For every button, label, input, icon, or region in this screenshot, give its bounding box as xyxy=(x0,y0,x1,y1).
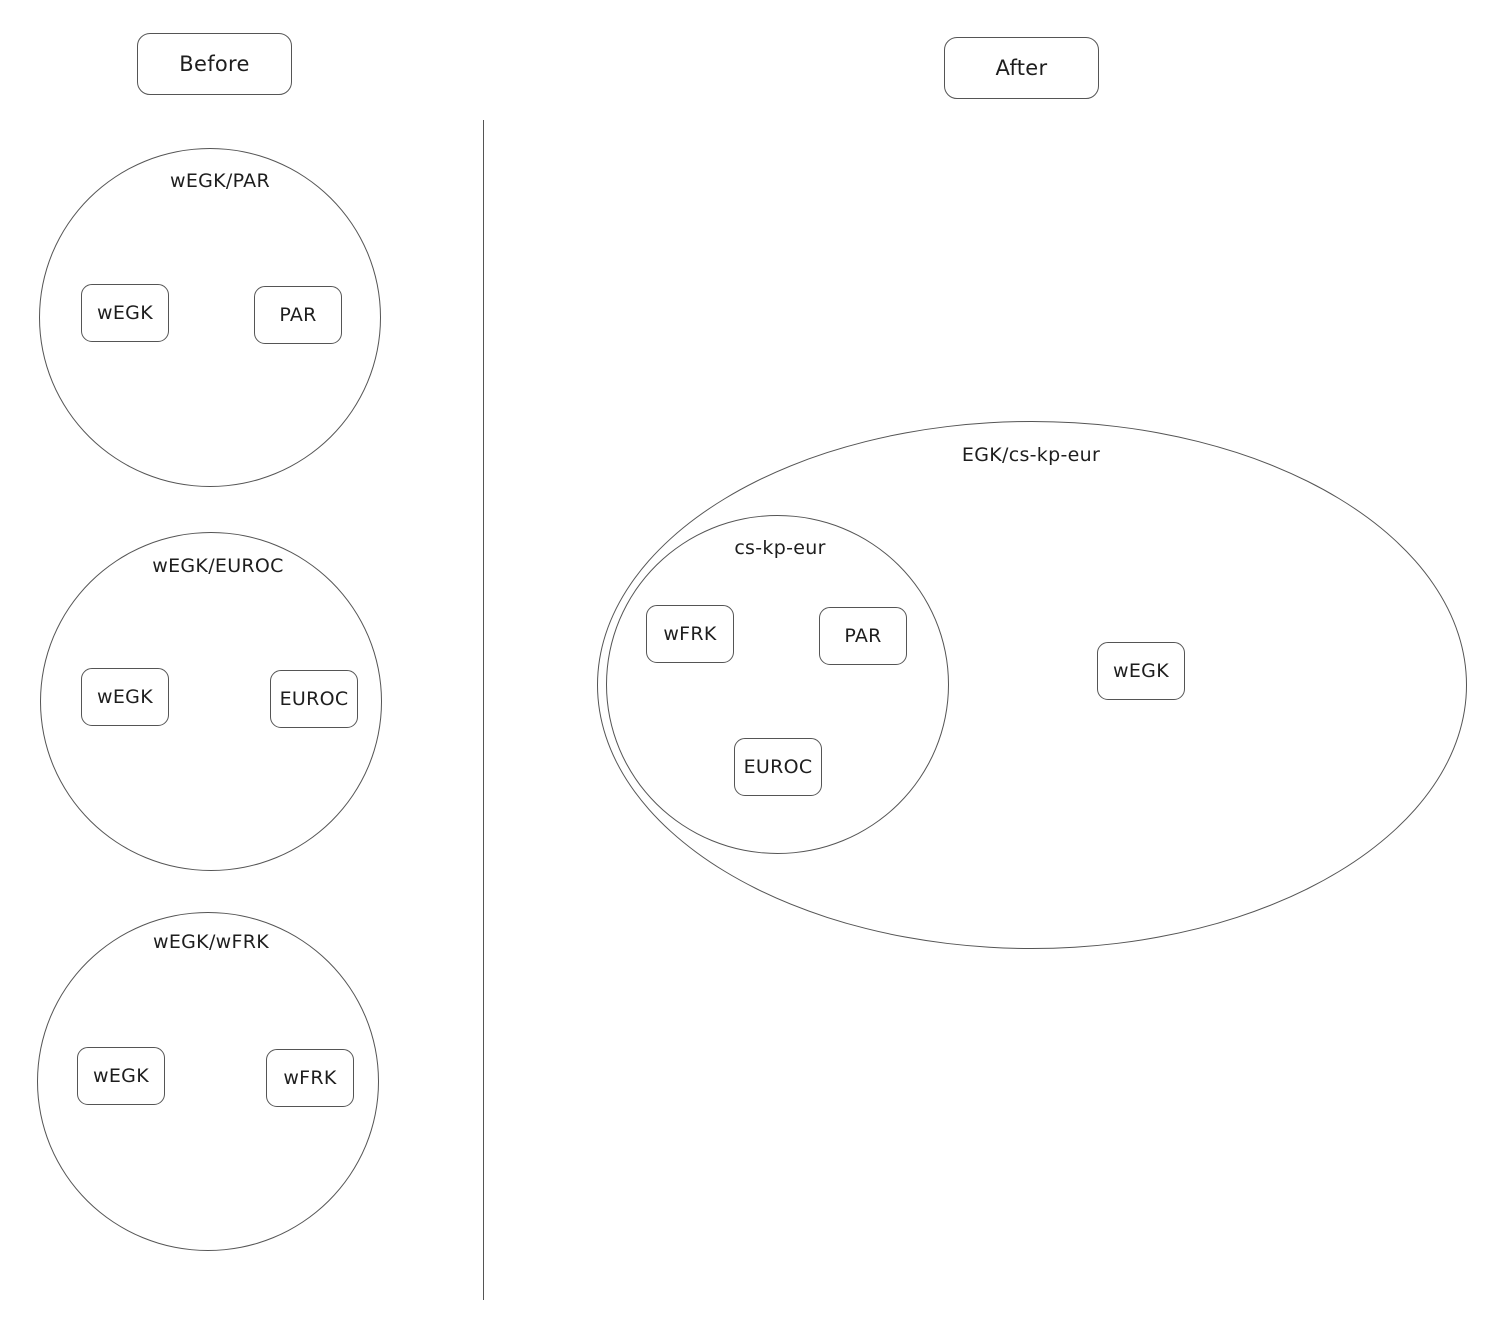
before-group-2-circle xyxy=(40,532,382,871)
node-label: wEGK xyxy=(1113,660,1169,682)
node-label: EUROC xyxy=(743,756,813,778)
after-outer-label: EGK/cs-kp-eur xyxy=(961,444,1101,466)
after-outer-ellipse xyxy=(597,421,1467,949)
after-inner-node-3: EUROC xyxy=(734,738,822,796)
before-group-1-circle xyxy=(39,148,381,487)
before-group-2-node-1: wEGK xyxy=(81,668,169,726)
before-header: Before xyxy=(137,33,292,95)
before-group-1-node-2: PAR xyxy=(254,286,342,344)
after-header-label: After xyxy=(995,56,1048,80)
before-group-1-label: wEGK/PAR xyxy=(170,170,270,192)
node-label: wFRK xyxy=(283,1067,337,1089)
before-group-2-label: wEGK/EUROC xyxy=(152,555,284,577)
after-header: After xyxy=(944,37,1099,99)
before-group-3-label: wEGK/wFRK xyxy=(153,931,269,953)
node-label: PAR xyxy=(844,625,882,647)
before-group-2-node-2: EUROC xyxy=(270,670,358,728)
node-label: wEGK xyxy=(93,1065,149,1087)
after-outer-node: wEGK xyxy=(1097,642,1185,700)
before-group-3-node-2: wFRK xyxy=(266,1049,354,1107)
after-inner-node-1: wFRK xyxy=(646,605,734,663)
after-inner-ellipse xyxy=(606,515,949,854)
before-group-3-node-1: wEGK xyxy=(77,1047,165,1105)
node-label: EUROC xyxy=(279,688,349,710)
after-inner-label: cs-kp-eur xyxy=(734,537,826,559)
node-label: PAR xyxy=(279,304,317,326)
after-inner-node-2: PAR xyxy=(819,607,907,665)
node-label: wEGK xyxy=(97,686,153,708)
column-divider xyxy=(483,120,484,1300)
before-group-3-circle xyxy=(37,912,379,1251)
node-label: wFRK xyxy=(663,623,717,645)
before-group-1-node-1: wEGK xyxy=(81,284,169,342)
before-header-label: Before xyxy=(179,52,250,76)
node-label: wEGK xyxy=(97,302,153,324)
